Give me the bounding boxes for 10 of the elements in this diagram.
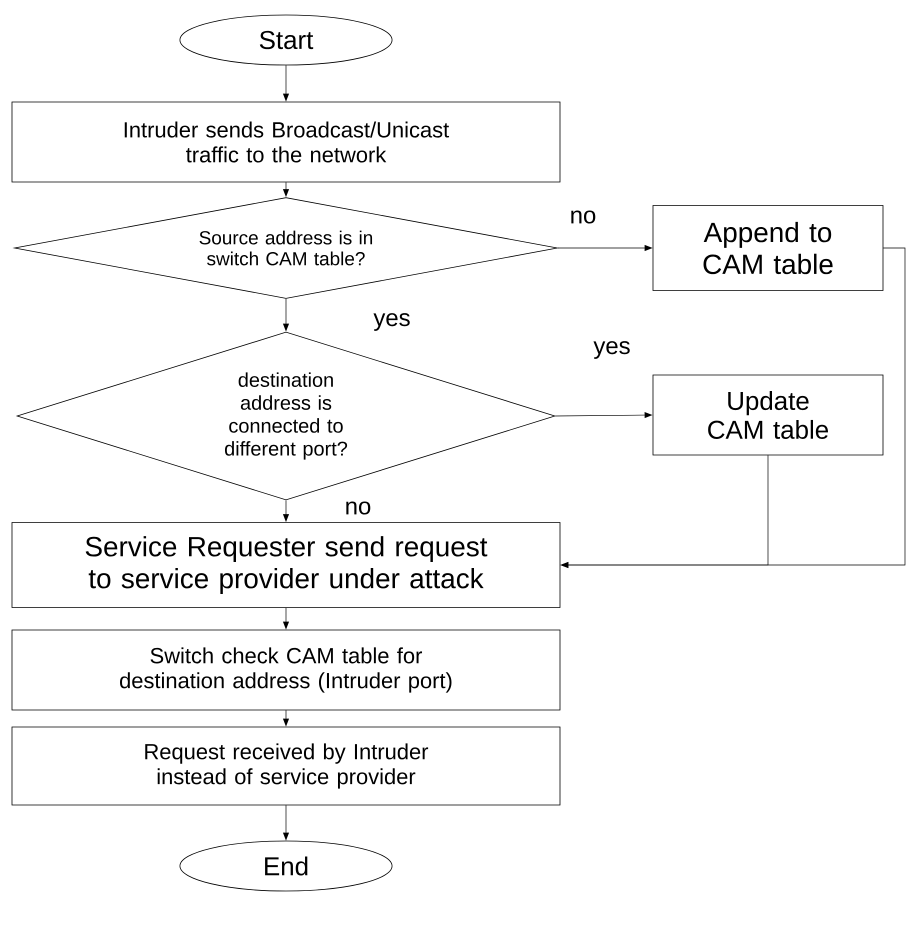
process-box: Update CAM table [652,374,884,456]
edge-label: no [568,209,598,225]
edge-label: yes [592,340,632,360]
process-box: Request received by Intruder instead of service provider [12,726,560,806]
edge-label: yes [372,312,412,332]
process-box: Intruder sends Broadcast/Unicast traffic to the network [12,102,560,182]
edge-label: no [344,500,372,516]
process-box: Append to CAM table [652,205,884,291]
process-box: Switch check CAM table for destination address (Intruder port) [12,630,560,710]
process-box: Service Requester send request to service provider under attack [12,522,560,608]
